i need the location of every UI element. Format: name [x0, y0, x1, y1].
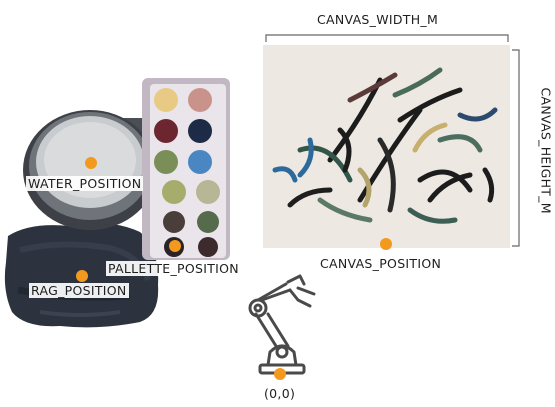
- palette-image: [142, 78, 230, 260]
- water-cup-image: [23, 110, 157, 230]
- robot-arm-icon: [248, 274, 316, 375]
- canvas-width-dimension-line: [265, 34, 509, 42]
- water-position-marker: [85, 157, 97, 169]
- canvas-width-label: CANVAS_WIDTH_M: [317, 12, 439, 27]
- origin-label: (0,0): [264, 386, 296, 401]
- canvas-height-dimension-line: [512, 49, 520, 247]
- pallette-position-label: PALLETTE_POSITION: [106, 261, 241, 276]
- canvas-position-label: CANVAS_POSITION: [320, 256, 442, 271]
- origin-marker: [274, 368, 286, 380]
- canvas-image: [263, 45, 510, 248]
- water-position-label: WATER_POSITION: [26, 176, 144, 191]
- rag-position-marker: [76, 270, 88, 282]
- canvas-height-label: CANVAS_HEIGHT_M: [538, 87, 554, 214]
- canvas-position-marker: [380, 238, 392, 250]
- rag-position-label: RAG_POSITION: [29, 283, 129, 298]
- pallette-position-marker: [169, 240, 181, 252]
